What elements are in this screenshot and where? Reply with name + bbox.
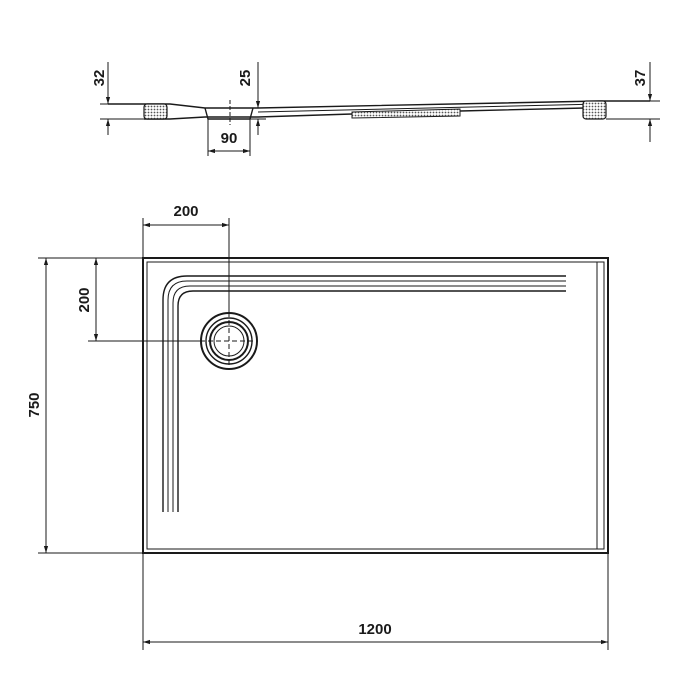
dimension-drain-height: 25 — [237, 62, 266, 135]
drain — [200, 312, 258, 370]
drain-offset-y-label: 200 — [76, 287, 93, 312]
tray-section-profile — [108, 100, 650, 125]
left-foot-hatch — [143, 103, 168, 120]
tray-outline — [142, 257, 609, 554]
dimension-drain-width: 90 — [207, 119, 251, 156]
dimension-depth: 750 — [26, 257, 143, 554]
drain-width-label: 90 — [221, 130, 238, 147]
dimension-right-height: 37 — [606, 62, 660, 142]
width-label: 1200 — [358, 621, 391, 638]
depth-label: 750 — [26, 392, 43, 417]
drain-height-label: 25 — [237, 70, 254, 87]
side-view: 32 25 90 37 — [91, 62, 660, 156]
left-height-label: 32 — [91, 70, 108, 87]
right-foot-hatch — [582, 100, 607, 120]
drain-offset-x-label: 200 — [173, 203, 198, 220]
dimension-drain-offset-y: 200 — [76, 257, 200, 342]
drainage-channel — [162, 275, 566, 512]
plan-view: 200 200 750 1200 — [26, 203, 609, 650]
dimension-width: 1200 — [142, 553, 609, 650]
dimension-drain-offset-x: 200 — [142, 203, 230, 312]
middle-strip-hatch — [351, 108, 461, 119]
right-height-label: 37 — [632, 70, 649, 87]
dimension-left-height: 32 — [91, 62, 144, 135]
